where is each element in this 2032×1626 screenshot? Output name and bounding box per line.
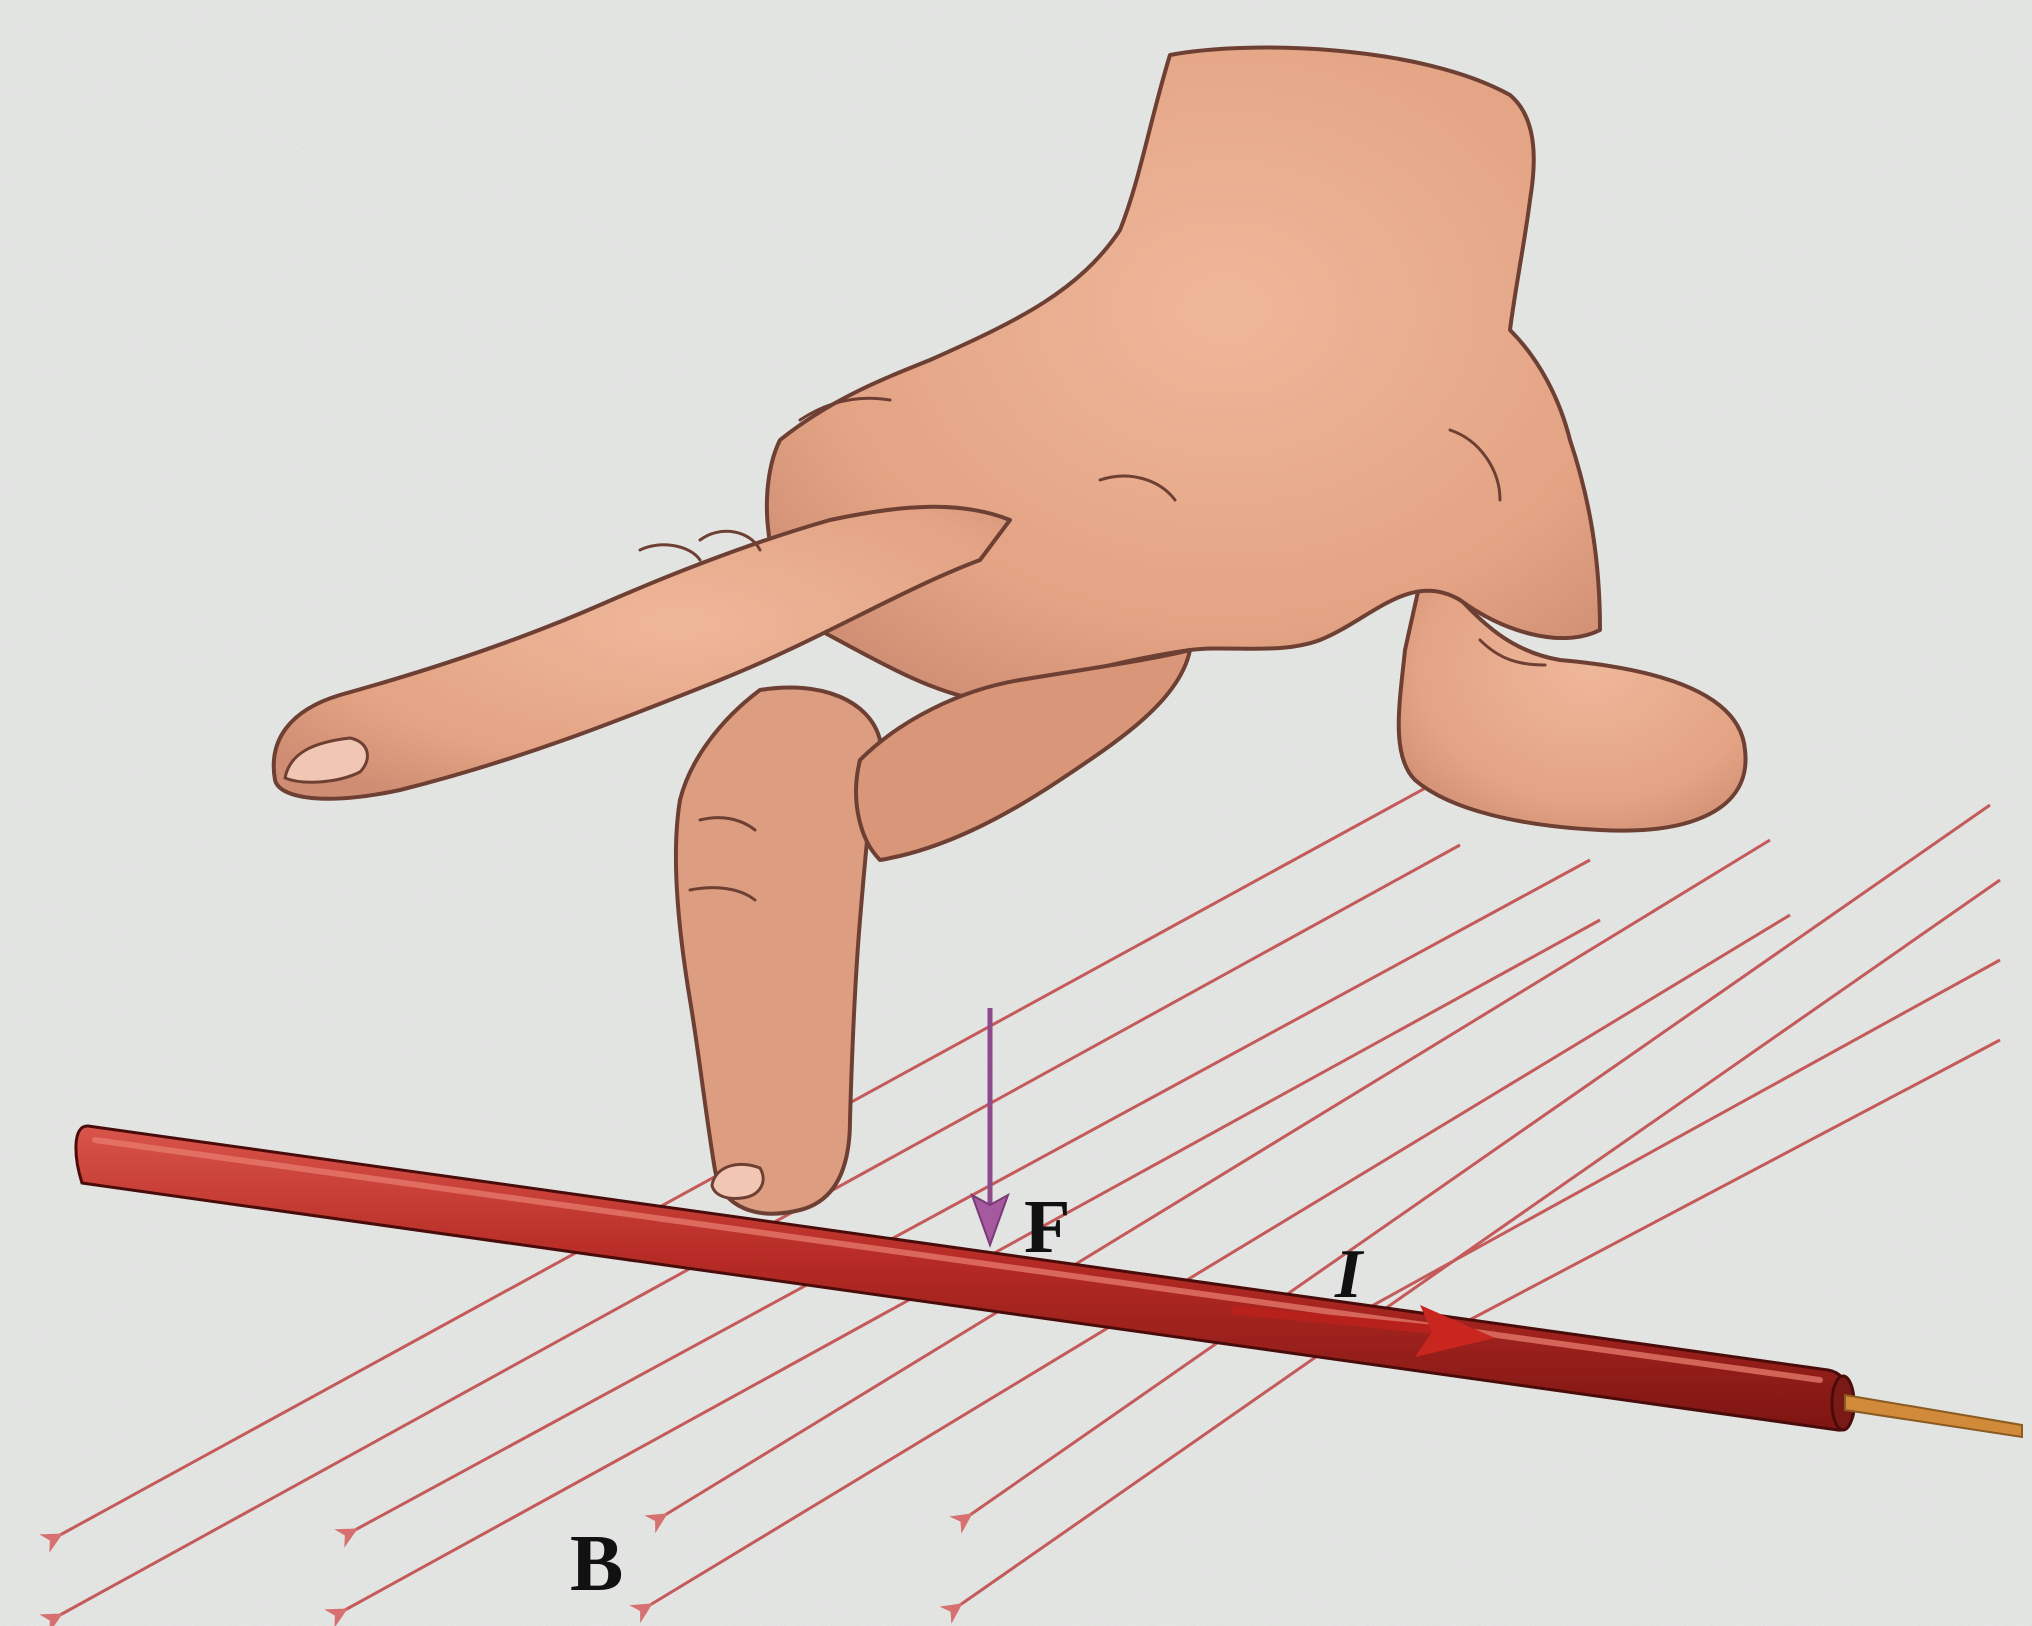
field-label: B — [570, 1520, 623, 1608]
current-label: I — [1334, 1236, 1365, 1313]
middle-fingernail — [712, 1164, 763, 1198]
force-label: F — [1024, 1185, 1070, 1269]
